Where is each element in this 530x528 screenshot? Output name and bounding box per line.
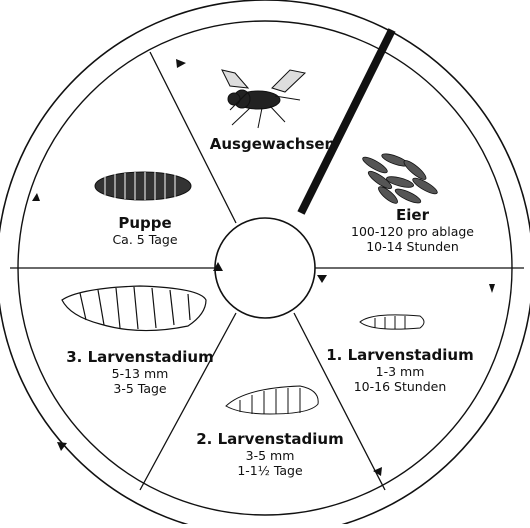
larva-medium-icon <box>226 386 318 414</box>
eggs-icon <box>361 151 439 205</box>
stage-title: Ausgewachsen <box>200 135 345 153</box>
stage-duration: Ca. 5 Tage <box>95 232 195 247</box>
stage-detail: 100-120 pro ablage <box>335 224 490 239</box>
stage-duration: 10-16 Stunden <box>325 379 475 394</box>
stage-duration: 3-5 Tage <box>65 381 215 396</box>
arrow-icon <box>489 284 495 293</box>
center-hub <box>215 218 315 318</box>
stage-title: 1. Larvenstadium <box>325 346 475 364</box>
stage-title: 3. Larvenstadium <box>65 348 215 366</box>
stage-detail: 3-5 mm <box>195 448 345 463</box>
stage-title: Puppe <box>95 214 195 232</box>
stage-title: 2. Larvenstadium <box>195 430 345 448</box>
stage-larva1: 1. Larvenstadium 1-3 mm 10-16 Stunden <box>325 346 475 394</box>
arrow-icon <box>176 59 186 68</box>
pupa-icon <box>95 172 191 200</box>
stage-adult: Ausgewachsen <box>200 135 345 153</box>
arrow-icon <box>317 275 327 283</box>
stage-duration: 1-1½ Tage <box>195 463 345 478</box>
stage-pupa: Puppe Ca. 5 Tage <box>95 214 195 247</box>
stage-detail: 5-13 mm <box>65 366 215 381</box>
stage-eggs: Eier 100-120 pro ablage 10-14 Stunden <box>335 206 490 254</box>
stage-title: Eier <box>335 206 490 224</box>
fly-icon <box>222 70 305 128</box>
larva-small-icon <box>360 315 424 329</box>
larva-large-icon <box>62 286 206 331</box>
stage-detail: 1-3 mm <box>325 364 475 379</box>
stage-duration: 10-14 Stunden <box>335 239 490 254</box>
arrow-icon <box>32 193 40 201</box>
stage-larva2: 2. Larvenstadium 3-5 mm 1-1½ Tage <box>195 430 345 478</box>
spoke-start-thick <box>301 30 392 213</box>
stage-larva3: 3. Larvenstadium 5-13 mm 3-5 Tage <box>65 348 215 396</box>
